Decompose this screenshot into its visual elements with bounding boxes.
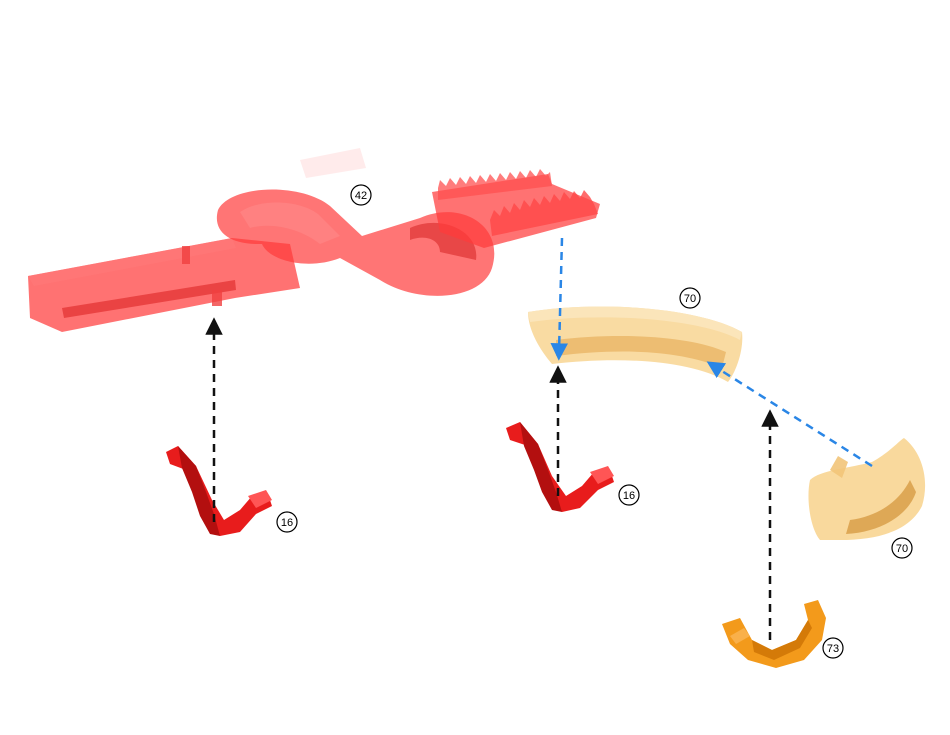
svg-text:73: 73 (827, 643, 839, 655)
callout-42: 42 (351, 185, 371, 205)
callout-70b: 70 (892, 538, 912, 558)
part-70a-body (528, 306, 742, 382)
svg-text:70: 70 (896, 543, 908, 555)
part-70b-body (808, 438, 925, 540)
callout-16a: 16 (277, 512, 297, 532)
part-16b-body (506, 422, 614, 512)
callout-73: 73 (823, 638, 843, 658)
svg-text:16: 16 (281, 517, 293, 529)
callout-16b: 16 (619, 485, 639, 505)
part-73-body (722, 600, 826, 668)
callout-70a: 70 (680, 288, 700, 308)
svg-text:70: 70 (684, 293, 696, 305)
part-16a-body (166, 446, 272, 536)
part-42-body (28, 148, 600, 332)
svg-text:16: 16 (623, 490, 635, 502)
arrow-blue-70b-to-70a (714, 366, 872, 466)
svg-text:42: 42 (355, 190, 367, 202)
